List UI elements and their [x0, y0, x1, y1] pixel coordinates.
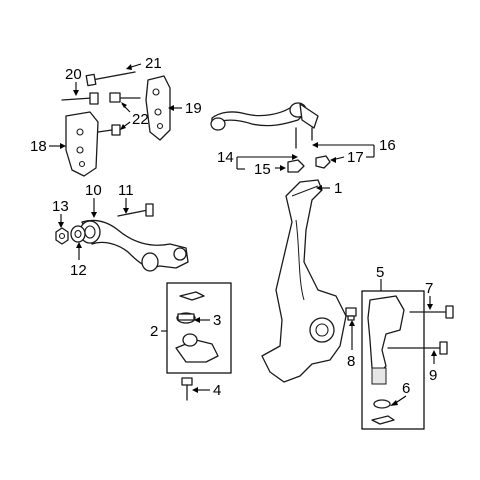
callout-15: 15	[254, 161, 271, 178]
bolt-4	[181, 377, 193, 401]
callout-6: 6	[402, 380, 410, 397]
callout-19: 19	[185, 100, 202, 117]
leaders	[49, 63, 437, 406]
callout-7: 7	[425, 280, 433, 297]
lower-control-arm	[79, 219, 189, 272]
callout-16: 16	[379, 137, 396, 154]
callout-18: 18	[30, 138, 47, 155]
nut-3	[176, 312, 196, 324]
ball-joint-kit-box	[166, 282, 232, 374]
cotter-pin	[179, 291, 205, 301]
bolt-11	[117, 203, 154, 217]
callout-22: 22	[132, 111, 149, 128]
callout-1: 1	[334, 180, 342, 197]
mount-bracket	[367, 295, 405, 385]
bolt-22	[97, 92, 141, 136]
callout-12: 12	[70, 262, 87, 279]
nut-17	[315, 155, 331, 169]
callout-2: 2	[150, 323, 158, 340]
clip-6	[371, 415, 395, 425]
bracket-18	[65, 111, 99, 177]
nut-15	[287, 159, 305, 173]
nut-13	[55, 227, 69, 245]
callout-11: 11	[118, 182, 134, 199]
bolt-7	[409, 305, 454, 319]
bolt-21	[85, 71, 136, 87]
mount-kit-box	[361, 290, 425, 430]
washer-12	[70, 225, 86, 243]
bracket-19	[145, 75, 171, 141]
bolt-9	[387, 341, 448, 355]
callout-14: 14	[217, 149, 234, 166]
callout-20: 20	[65, 66, 82, 83]
callout-21: 21	[145, 55, 162, 72]
callout-3: 3	[213, 312, 221, 329]
ball-joint	[175, 333, 219, 363]
callout-13: 13	[52, 198, 69, 215]
part-8	[345, 307, 357, 321]
callout-10: 10	[85, 182, 102, 199]
callout-17: 17	[347, 149, 364, 166]
callout-9: 9	[429, 367, 437, 384]
steering-knuckle	[261, 179, 347, 383]
callout-4: 4	[213, 382, 221, 399]
bolt-20	[61, 92, 99, 105]
callout-5: 5	[376, 264, 384, 281]
callout-8: 8	[347, 353, 355, 370]
washer-6	[373, 399, 391, 409]
upper-control-arm	[210, 102, 319, 149]
